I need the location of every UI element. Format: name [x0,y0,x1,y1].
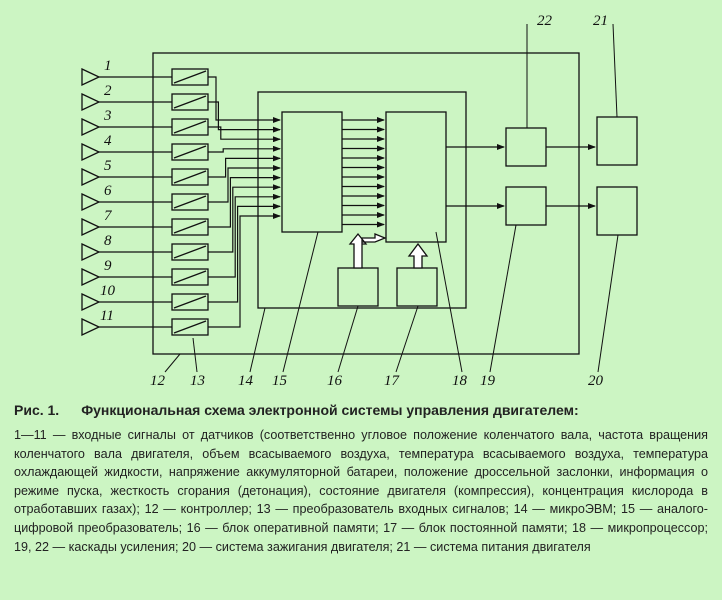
adc-input-arrow [208,155,281,178]
callout-14: 14 [238,373,253,389]
converter-diagonal [173,320,207,334]
sensor-triangle [81,242,101,262]
figure-title: Функциональная схема электронной системы… [81,402,579,418]
callout-19: 19 [480,373,495,389]
input-signal-label: 6 [104,183,112,199]
callout-16: 16 [327,373,342,389]
input-signal-label: 10 [100,283,115,299]
ignition-system-block [596,186,638,236]
adc-block [281,111,343,233]
fuel-system-block [596,116,638,166]
callout-20: 20 [588,373,603,389]
input-signal-label: 4 [104,133,112,149]
converter-diagonal [173,245,207,259]
converter-diagonal [173,145,207,159]
input-signal-label: 11 [100,308,114,324]
engine-control-diagram [81,23,638,373]
sensor-triangle [81,192,101,212]
converter-diagonal [173,270,207,284]
input-signal-label: 5 [104,158,112,174]
sensor-triangle [81,267,101,287]
adc-input-arrow [208,203,281,303]
adc-input-arrow [208,126,281,143]
adc-input-arrow [208,184,281,253]
input-signal-label: 2 [104,83,112,99]
callout-18: 18 [452,373,467,389]
ram-block [337,267,379,307]
adc-input-arrow [208,174,281,228]
callout-21: 21 [593,13,608,29]
sensor-triangle [81,142,101,162]
figure-caption: Рис. 1. Функциональная схема электронной … [14,402,708,556]
sensor-triangle [81,67,101,87]
callout-13: 13 [190,373,205,389]
adc-input-arrow [208,193,281,278]
amplifier-22-block [505,127,547,167]
adc-input-arrow [208,101,281,133]
converter-diagonal [173,195,207,209]
adc-input-arrow [208,213,281,328]
converter-diagonal [173,95,207,109]
input-signal-label: 1 [104,58,112,74]
input-signal-label: 7 [104,208,112,224]
sensor-triangle [81,317,101,337]
caption-body: 1—11 — входные сигналы от датчиков (соот… [14,428,708,554]
input-signal-label: 8 [104,233,112,249]
figure-number: Рис. 1. [14,402,60,418]
input-signal-label: 9 [104,258,112,274]
adc-input-arrow [208,165,281,203]
microcomputer-block [257,91,467,309]
adc-input-arrow [208,76,281,123]
input-signal-label: 3 [104,108,112,124]
converter-diagonal [173,120,207,134]
rom-block [396,267,438,307]
amplifier-19-block [505,186,547,226]
caption-heading: Рис. 1. Функциональная схема электронной … [14,402,708,418]
sensor-triangle [81,292,101,312]
sensor-triangle [81,167,101,187]
microprocessor-block [385,111,447,243]
controller-block [152,52,580,355]
converter-diagonal [173,220,207,234]
callout-22: 22 [537,13,552,29]
rom-bus-arrow [407,242,429,269]
converter-diagonal [173,70,207,84]
ram-bus-arrow [348,232,387,269]
sensor-triangle [81,92,101,112]
callout-12: 12 [150,373,165,389]
adc-input-arrow [208,145,281,153]
converter-diagonal [173,170,207,184]
callout-17: 17 [384,373,399,389]
callout-15: 15 [272,373,287,389]
sensor-triangle [81,117,101,137]
sensor-triangle [81,217,101,237]
converter-diagonal [173,295,207,309]
